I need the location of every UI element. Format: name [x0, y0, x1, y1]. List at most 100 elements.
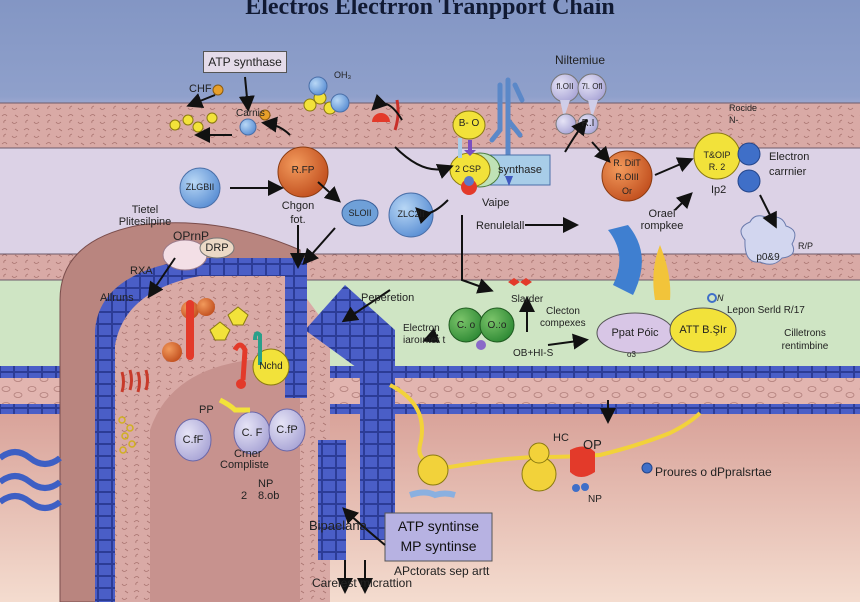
np-bottom-label: NP	[588, 494, 602, 505]
blue-carrier-top-2	[330, 93, 350, 113]
oh3-label: OH₃	[334, 70, 352, 80]
blue-branch-receptor	[489, 77, 525, 163]
carnis-label: Carnis	[236, 108, 265, 119]
op-label: OP	[583, 437, 602, 452]
bubble-left-label: fl.OII	[556, 82, 574, 91]
b-o-label: B- O	[458, 118, 480, 129]
n-label: N-	[729, 115, 739, 125]
co-left-label: C. o	[456, 320, 476, 331]
lepon-label: Lepon Serld R/17	[727, 305, 805, 316]
synthase-label: synthase	[497, 164, 543, 176]
s-ob-label: 8.ob	[258, 490, 280, 502]
two-label: 2	[241, 490, 248, 502]
chgon-label: Chgon	[281, 200, 315, 212]
zlc2ii-orb	[388, 192, 434, 238]
ppat-label: Ppat Póic	[611, 327, 659, 339]
cutaway-pillar-left	[285, 258, 307, 398]
chf-label: CHF	[189, 83, 212, 95]
att-label: ATT B.ŞIr	[679, 324, 727, 336]
drp-capsule	[199, 237, 235, 259]
electron-label: Electron	[769, 151, 810, 163]
renulelall-label: Renulelall	[476, 220, 525, 232]
niltemiue-label: Niltemiue	[555, 53, 606, 67]
cilletrons-label: Cilletrons	[784, 328, 826, 339]
flow-arrows	[147, 76, 777, 594]
bubble-right-label: 7l. Ofl	[581, 82, 603, 91]
r-p-label: R/P	[798, 241, 814, 251]
co-right-label: O.:o	[487, 320, 507, 331]
orange-rdlt-orb	[601, 150, 653, 202]
electron-green-label: Electron	[403, 323, 440, 334]
ip2-label: Ip2	[711, 184, 727, 196]
rentimbine-label: rentimbine	[781, 341, 829, 352]
bipaelana-label: Bipaelana	[309, 518, 367, 533]
cf-label: C. F	[241, 427, 263, 439]
zlgbii-orb	[179, 167, 221, 209]
atp-line2: MP syntinse	[400, 538, 477, 554]
fot-label: fot.	[290, 214, 306, 226]
r-protein-label: R.I	[581, 118, 595, 129]
cff-label: C.fF	[182, 434, 204, 446]
hc-label: HC	[553, 432, 569, 444]
red-star-protein	[508, 278, 532, 286]
yellow-curved-arrow	[653, 245, 671, 300]
oprnp-label: OPrnP	[173, 229, 210, 243]
allruns-label: Allruns	[100, 292, 134, 304]
bottom-atp-box: ATP syntinse MP syntinse	[385, 514, 492, 560]
carelest-label: Carelest micrattion	[312, 576, 413, 590]
cutaway-pillar	[318, 440, 346, 560]
apctorats-label: APctorats sep artt	[394, 564, 490, 578]
pliteslipine-label: Plitesilpine	[118, 216, 172, 228]
cfp-label: C.fP	[276, 424, 298, 436]
wave-arrows	[0, 449, 62, 511]
clecton-label: Clecton	[546, 306, 580, 317]
slarder-label: Slarder	[511, 294, 544, 305]
vaipe-label: Vaipe	[482, 197, 510, 209]
nchd-label: Nchd	[259, 361, 283, 372]
lattice-band-bottom	[0, 404, 860, 414]
np-label: NP	[258, 478, 274, 490]
blue-carrier-top	[308, 76, 328, 96]
peperetion-label: Peperetion	[361, 292, 415, 304]
sloii-orb	[341, 199, 379, 227]
cfp-orb	[268, 408, 306, 452]
proures-label: Proures o dPpralsrtae	[655, 465, 772, 479]
yellow-r2-label: R. 2	[708, 162, 726, 172]
blue-curved-arrow	[608, 225, 642, 295]
orange-roiii-label: R.OIII	[615, 172, 639, 182]
yellow-t-label: T&OIP	[703, 150, 731, 160]
cloud-complex	[740, 215, 796, 265]
att-bsir-complex	[669, 307, 737, 353]
oral-label: Orael	[648, 208, 676, 220]
pp-label: PP	[199, 404, 214, 416]
red-cap-protein	[372, 113, 390, 122]
orange-or-label: Or	[622, 186, 632, 196]
ob-hs-label: OB+HI-S	[513, 348, 554, 359]
zlc2ii-label: ZLC2II	[397, 209, 425, 219]
rocide-label: Rocide	[729, 103, 758, 113]
rfp-orb	[277, 146, 329, 198]
b-o-complex	[452, 110, 486, 140]
crner-label: Crner	[234, 448, 262, 460]
iarointer-label: iaroınter t	[403, 335, 446, 346]
electron-carrier-2	[737, 169, 761, 193]
cloud-label: p0&9	[756, 252, 780, 263]
rxa-label: RXA	[130, 265, 153, 277]
co-right-orb	[479, 307, 515, 343]
red-op-protein	[570, 446, 595, 477]
n-green-label: N	[717, 293, 724, 303]
rfp-label: R.FP	[291, 165, 315, 176]
blue-carrier-small	[239, 118, 257, 136]
orange-rdlt-label: R. DilT	[613, 158, 641, 168]
sloii-label: SLOII	[348, 208, 372, 218]
diagram-title: Electros Electrron Tranpport Chain	[245, 0, 615, 20]
zlgbii-label: ZLGBII	[185, 182, 215, 192]
bottom-atp-box-shape	[384, 512, 493, 562]
electron-carrier-1	[737, 142, 761, 166]
atp-synthase-box: ATP synthase	[203, 51, 287, 73]
yellow-head-left	[417, 454, 449, 486]
tietel-label: Tietel	[131, 204, 159, 216]
atp-line1: ATP syntinse	[397, 518, 480, 534]
